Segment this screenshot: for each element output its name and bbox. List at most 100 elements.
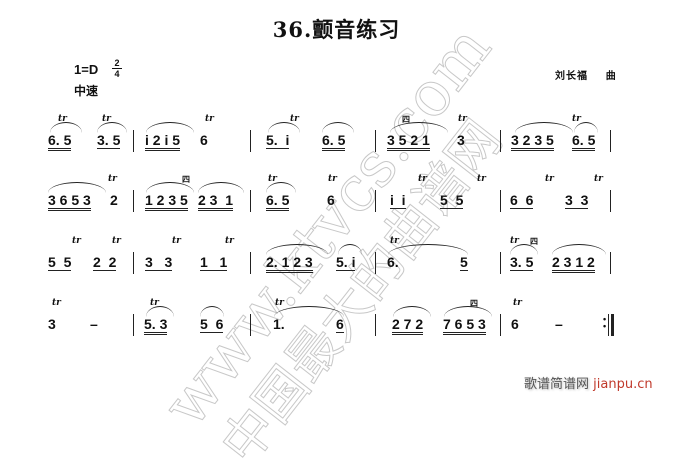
note-group: – [90, 316, 98, 332]
bar-line [375, 130, 376, 152]
watermark-url: www.ktvcs.com [148, 11, 506, 440]
note-group: 3. 5 [97, 132, 121, 149]
note-group: 1 2 3 5 [145, 192, 188, 211]
bar-line [610, 130, 611, 152]
slur-arc [97, 122, 127, 133]
note-group: – [555, 316, 563, 332]
score-row: 6. 5 3. 5 i 2 i 5 6 5. i 6. 5 3 5 2 1 3 3 2 3 5 6… [0, 112, 673, 156]
slur-arc [146, 122, 194, 133]
trill-mark: tr [275, 298, 284, 308]
time-signature: 2 4 [112, 58, 122, 79]
trill-mark: tr [513, 298, 522, 308]
bar-line [375, 252, 376, 274]
note-group: 2 3 1 [198, 192, 234, 211]
trill-mark: tr [205, 114, 214, 124]
composer-credit: 刘长福 曲 [555, 67, 617, 82]
note-group: i 2 i 5 [145, 132, 181, 151]
slur-arc [48, 182, 106, 193]
bar-line [500, 190, 501, 212]
note-group: 3 3 [145, 254, 173, 271]
note-group: 3 6 5 3 [48, 192, 91, 211]
trill-mark: tr [594, 174, 603, 184]
bar-line [250, 252, 251, 274]
bar-line [133, 252, 134, 274]
note-group: 3 [48, 316, 56, 332]
note-group: 1 1 [200, 254, 228, 271]
watermark-site: 中国最大的曲谱网 [210, 110, 514, 476]
slur-arc [322, 122, 354, 133]
bar-line [500, 130, 501, 152]
bar-line [610, 190, 611, 212]
note-group: 3 5 2 1 [387, 132, 430, 151]
footer-site-name: 歌谱简谱网 [524, 377, 590, 392]
note-group: 5. i [336, 254, 356, 271]
slur-arc [388, 244, 468, 255]
trill-mark: tr [172, 236, 181, 246]
trill-mark: tr [572, 114, 581, 124]
trill-mark: tr [477, 174, 486, 184]
trill-mark: tr [102, 114, 111, 124]
trill-mark: tr [418, 174, 427, 184]
composer-suffix: 曲 [605, 71, 617, 82]
note-group: 6. 5 [48, 132, 72, 151]
trill-mark: tr [72, 236, 81, 246]
note-group: 3 [457, 132, 465, 148]
note-group: 6 [327, 192, 335, 208]
slur-arc [198, 182, 244, 193]
footer-domain: jianpu.cn [593, 377, 653, 392]
meter-bottom: 4 [114, 69, 120, 79]
slur-arc [200, 306, 224, 317]
note-group: 7 6 5 3 [443, 316, 486, 335]
trill-mark: tr [458, 114, 467, 124]
slur-arc [266, 244, 328, 255]
fingering-mark: 四 [182, 175, 190, 184]
fingering-mark: 四 [470, 299, 478, 308]
note-group: 1. [273, 316, 285, 332]
bar-line [250, 190, 251, 212]
slur-arc [266, 182, 296, 193]
trill-mark: tr [108, 174, 117, 184]
meter-top: 2 [112, 58, 122, 69]
note-group: 5 5 [48, 254, 72, 271]
bar-line [133, 130, 134, 152]
bar-line [375, 314, 376, 336]
trill-mark: tr [545, 174, 554, 184]
trill-mark: tr [328, 174, 337, 184]
composer-name: 刘长福 [555, 71, 588, 82]
slur-arc [268, 122, 300, 133]
note-group: 6 [336, 316, 344, 333]
bar-line [500, 252, 501, 274]
trill-mark: tr [150, 298, 159, 308]
bar-line [133, 190, 134, 212]
bar-line [250, 314, 251, 336]
fingering-mark: 四 [402, 115, 410, 124]
note-group: 2 3 1 2 [552, 254, 595, 273]
trill-mark: tr [290, 114, 299, 124]
trill-mark: tr [52, 298, 61, 308]
tempo-marking: 中速 [74, 84, 99, 98]
note-group: 5. i [266, 132, 290, 149]
page-title: 36.颤音练习 [272, 17, 401, 42]
trill-mark: tr [225, 236, 234, 246]
note-group: 2 7 2 [392, 316, 424, 335]
trill-mark: tr [510, 236, 519, 246]
slur-arc [515, 122, 573, 133]
slur-arc [274, 306, 344, 317]
slur-arc [393, 306, 431, 317]
note-group: 6 [200, 132, 208, 148]
note-group: 5 5 [440, 192, 464, 209]
trill-mark: tr [58, 114, 67, 124]
note-group: 3 2 3 5 [511, 132, 554, 151]
footer-logo[interactable]: 歌谱简谱网 jianpu.cn [524, 373, 653, 392]
note-group: 6. 5 [322, 132, 346, 151]
slur-arc [510, 244, 538, 255]
bar-line [500, 314, 501, 336]
note-group: 5 6 [200, 316, 224, 333]
note-group: 6. 5 [572, 132, 596, 151]
slur-arc [146, 306, 174, 317]
note-group: 2. 1 2 3 [266, 254, 313, 273]
key-signature: 1=D [74, 62, 99, 77]
